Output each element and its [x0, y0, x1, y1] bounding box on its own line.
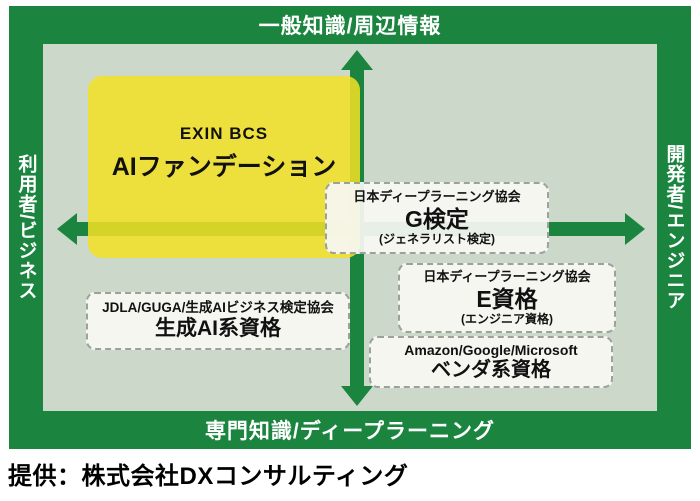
arrowhead-left-icon [57, 213, 77, 245]
g-kentei-title-label: G検定 [405, 205, 469, 232]
certification-quadrant-diagram: 一般知識/周辺情報 専門知識/ディープラーニング 利用者/ビジネス 開発者/エン… [9, 6, 691, 449]
arrowhead-down-icon [341, 386, 373, 406]
genai-certs-box: JDLA/GUGA/生成AIビジネス検定協会 生成AI系資格 [86, 292, 350, 350]
genai-org-label: JDLA/GUGA/生成AIビジネス検定協会 [102, 300, 334, 316]
exin-ai-foundation-box: EXIN BCS AIファンデーション [88, 76, 360, 258]
exin-title-label: AIファンデーション [111, 152, 337, 181]
e-shikaku-title-label: E資格 [476, 285, 538, 312]
g-kentei-org-label: 日本ディープラーニング協会 [353, 189, 521, 205]
axis-label-top: 一般知識/周辺情報 [258, 15, 442, 38]
vendor-title-label: ベンダ系資格 [431, 359, 551, 382]
axis-label-bottom: 専門知識/ディープラーニング [204, 420, 496, 443]
g-kentei-subtitle-label: (ジェネラリスト検定) [379, 232, 495, 247]
credit-caption: 提供：株式会社DXコンサルティング [8, 463, 409, 490]
axis-label-left: 利用者/ビジネス [15, 154, 37, 301]
axis-label-right: 開発者/エンジニア [663, 144, 685, 311]
g-kentei-box: 日本ディープラーニング協会 G検定 (ジェネラリスト検定) [325, 182, 549, 254]
vendor-certs-box: Amazon/Google/Microsoft ベンダ系資格 [369, 336, 613, 388]
e-shikaku-org-label: 日本ディープラーニング協会 [423, 269, 591, 285]
genai-title-label: 生成AI系資格 [155, 317, 281, 341]
arrowhead-right-icon [625, 213, 645, 245]
e-shikaku-subtitle-label: (エンジニア資格) [461, 312, 553, 327]
exin-org-label: EXIN BCS [179, 123, 269, 143]
e-shikaku-box: 日本ディープラーニング協会 E資格 (エンジニア資格) [398, 263, 616, 333]
vendor-org-label: Amazon/Google/Microsoft [404, 341, 578, 358]
arrowhead-up-icon [341, 50, 373, 70]
